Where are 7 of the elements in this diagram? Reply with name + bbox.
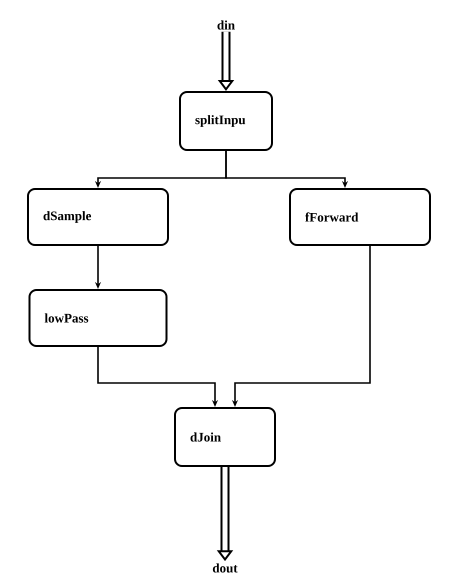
- process-box: splitInpu: [179, 91, 273, 151]
- process-box: lowPass: [28, 289, 168, 347]
- process-box: dSample: [27, 188, 169, 246]
- node-label: dout: [212, 563, 238, 573]
- process-box: fForward: [289, 188, 431, 246]
- process-box: dJoin: [174, 407, 276, 467]
- node-label: din: [218, 20, 235, 30]
